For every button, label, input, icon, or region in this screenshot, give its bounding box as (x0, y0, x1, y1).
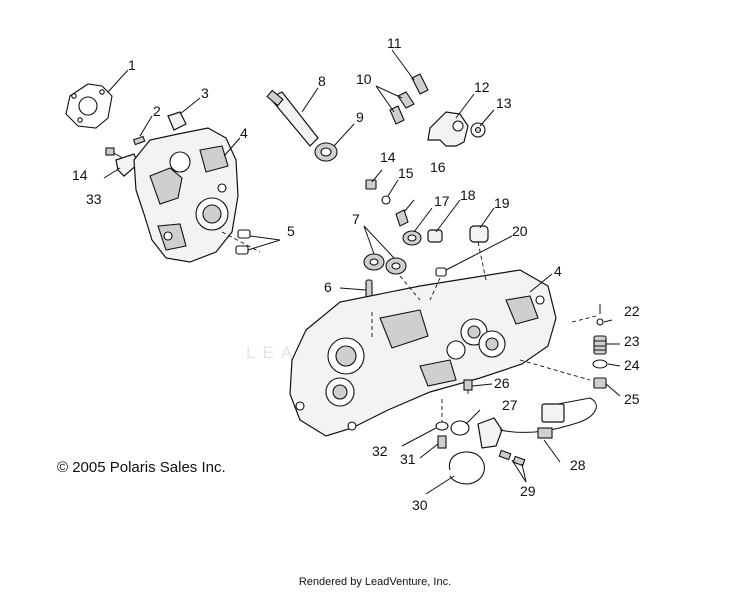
part-16-bolt (395, 209, 409, 227)
callout-23: 23 (624, 333, 640, 349)
callout-1: 1 (128, 57, 136, 73)
part-33-bracket (115, 153, 139, 177)
callout-19: 19 (494, 195, 510, 211)
callout-31: 31 (400, 451, 416, 467)
alignment-line (519, 359, 591, 381)
part-24-washer (592, 359, 608, 369)
part-29-screws (498, 449, 526, 467)
callout-28: 28 (570, 457, 586, 473)
callout-32: 32 (372, 443, 388, 459)
leader-lines (103, 49, 621, 495)
part-20-dowel (435, 267, 447, 277)
callout-6: 6 (324, 279, 332, 295)
part-26-bolt (463, 379, 473, 391)
callout-12: 12 (474, 79, 490, 95)
callout-17: 17 (434, 193, 450, 209)
callout-2: 2 (153, 103, 161, 119)
callout-18: 18 (460, 187, 476, 203)
callout-33: 33 (86, 191, 102, 207)
callout-4: 4 (240, 125, 248, 141)
part-30-snap-ring (448, 451, 485, 485)
callout-14b: 14 (380, 149, 396, 165)
part-11-bolt (411, 73, 429, 95)
callout-30: 30 (412, 497, 428, 513)
part-10-bolts (389, 91, 415, 125)
part-25-bolt (593, 377, 607, 389)
part-5-dowels (235, 229, 251, 255)
callout-25: 25 (624, 391, 640, 407)
callout-8: 8 (318, 73, 326, 89)
part-4-right-crankcase (289, 269, 557, 437)
callout-27: 27 (502, 397, 518, 413)
callout-4b: 4 (554, 263, 562, 279)
part-4-left-crankcase (133, 127, 239, 263)
part-17-seal (402, 230, 422, 246)
callout-11: 11 (387, 35, 402, 51)
callout-26: 26 (494, 375, 510, 391)
callout-10: 10 (356, 71, 372, 87)
alignment-line (571, 315, 597, 323)
alignment-line (399, 275, 421, 301)
part-2-screw (132, 135, 146, 146)
callout-29: 29 (520, 483, 536, 499)
callout-9: 9 (356, 109, 364, 125)
part-28-sensor-wire (477, 397, 597, 449)
part-13-washer (470, 122, 486, 138)
part-18-bushing (427, 229, 443, 243)
part-12-bracket (427, 111, 469, 147)
callout-7: 7 (352, 211, 360, 227)
part-7-seals (363, 253, 407, 275)
part-31-bolt (437, 435, 447, 449)
callout-15: 15 (398, 165, 414, 181)
part-22-pin (596, 304, 604, 326)
callout-16: 16 (430, 159, 446, 175)
part-3-block (167, 111, 187, 131)
callout-5: 5 (287, 223, 295, 239)
alignment-line (477, 241, 487, 281)
part-8-shaft (266, 89, 319, 147)
part-19-bushing (469, 225, 489, 243)
part-9-seal (314, 142, 338, 162)
part-27-o-ring (450, 420, 470, 436)
part-32-washer (435, 421, 449, 431)
callout-3: 3 (201, 85, 209, 101)
part-1-gasket-plate (65, 83, 113, 129)
part-23-spring (593, 335, 607, 355)
callout-20: 20 (512, 223, 528, 239)
callout-14: 14 (72, 167, 88, 183)
render-footer: Rendered by LeadVenture, Inc. (298, 576, 452, 588)
callout-13: 13 (496, 95, 512, 111)
copyright-notice: © 2005 Polaris Sales Inc. (57, 459, 226, 476)
part-14-bolt-middle (365, 179, 377, 190)
callout-24: 24 (624, 357, 640, 373)
part-15-washer (381, 195, 391, 205)
callout-22: 22 (624, 303, 640, 319)
